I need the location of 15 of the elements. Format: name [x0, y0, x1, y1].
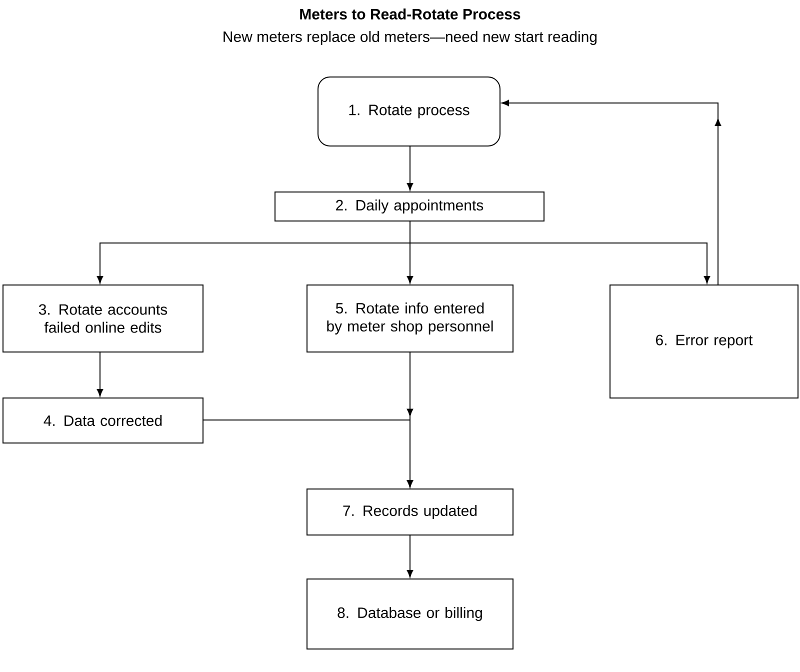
- title: Meters to Read-Rotate Process: [300, 8, 520, 20]
- process-box: 5. Rotate info entered by meter shop personnel: [306, 284, 514, 352]
- rounded-process-box: 1. Rotate process: [318, 76, 500, 146]
- process-box: 2. Daily appointments: [274, 192, 544, 222]
- arrow: [406, 534, 414, 578]
- process-box: 8. Database or billing: [306, 578, 514, 650]
- arrow: [202, 420, 414, 488]
- subtitle: New meters replace old meters—need new start reading: [224, 31, 597, 45]
- process-box: 7. Records updated: [306, 488, 514, 536]
- process-box: 3. Rotate accounts failed online edits: [2, 284, 204, 352]
- process-box: 6. Error report: [610, 284, 798, 398]
- arrow: [502, 100, 722, 286]
- process-box: 4. Data corrected: [2, 398, 204, 444]
- arrow: [406, 146, 414, 190]
- arrow: [96, 352, 104, 397]
